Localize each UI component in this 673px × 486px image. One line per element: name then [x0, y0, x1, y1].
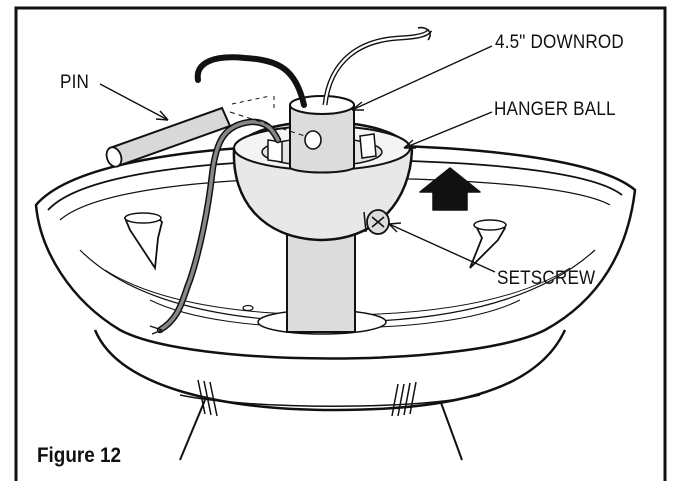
figure-frame	[14, 6, 667, 481]
label-setscrew: SETSCREW	[497, 268, 596, 289]
leader-pin	[99, 83, 169, 121]
leader-setscrew	[388, 223, 496, 273]
canopy-band-notches	[197, 379, 417, 417]
figure-caption: Figure 12	[37, 444, 122, 467]
pin-part	[105, 106, 232, 168]
label-pin: PIN	[60, 72, 90, 93]
label-hanger-ball: HANGER BALL	[494, 99, 616, 120]
leader-downrod	[351, 45, 493, 111]
black-wire	[194, 54, 307, 108]
leader-hanger-ball	[403, 111, 493, 149]
setscrew-part	[363, 209, 390, 235]
pin-hole	[304, 130, 322, 150]
downrod-top	[289, 104, 355, 174]
pin-alignment-line	[229, 111, 306, 137]
label-downrod: 4.5" DOWNROD	[495, 32, 624, 53]
lift-direction-arrow	[419, 167, 481, 211]
downrod-opening	[289, 95, 355, 115]
canopy-neck-lines	[179, 399, 463, 461]
